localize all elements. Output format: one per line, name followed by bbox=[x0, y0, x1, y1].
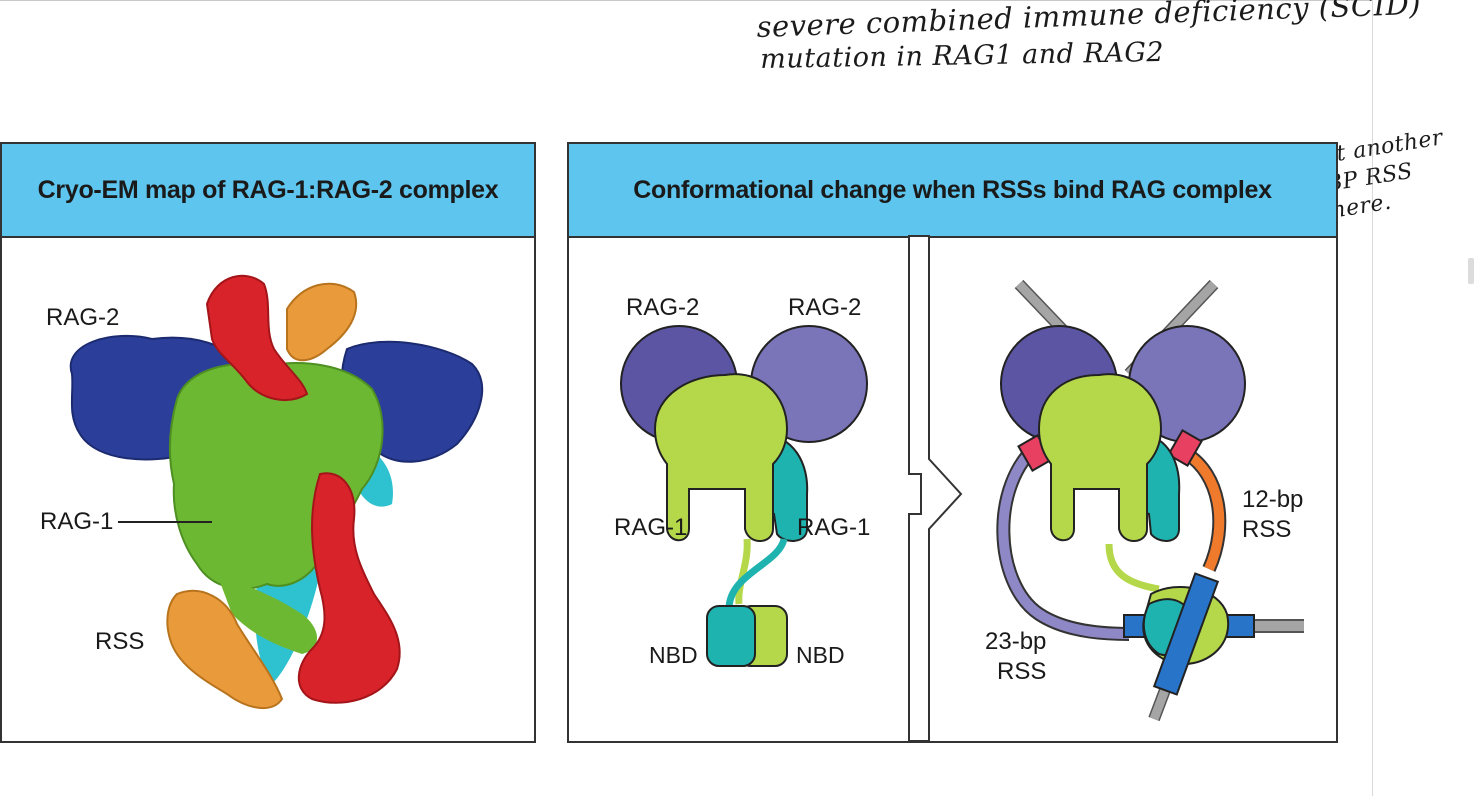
rag1-green-body-bound bbox=[1037, 373, 1163, 542]
conformational-change-panel: Conformational change when RSSs bind RAG… bbox=[567, 142, 1338, 743]
label-rag1-right: RAG-1 bbox=[797, 514, 871, 541]
dna-blue-diagonal bbox=[1152, 572, 1220, 696]
top-rule bbox=[0, 0, 1372, 1]
label-nbd-right: NBD bbox=[796, 642, 845, 668]
label-rag2: RAG-2 bbox=[46, 304, 120, 331]
cryo-em-panel-title: Cryo-EM map of RAG-1:RAG-2 complex bbox=[2, 144, 534, 238]
linker-green-bound bbox=[1105, 543, 1160, 593]
conformational-change-diagram bbox=[620, 235, 1304, 741]
linker-green bbox=[735, 538, 751, 605]
label-rss: RSS bbox=[95, 628, 145, 655]
em-orange-rss bbox=[166, 589, 284, 710]
conformational-change-panel-title: Conformational change when RSSs bind RAG… bbox=[569, 144, 1336, 238]
label-rag2-left: RAG-2 bbox=[626, 294, 700, 321]
label-rss23-line1: 23-bp bbox=[985, 628, 1047, 655]
scrollbar-thumb[interactable] bbox=[1468, 258, 1474, 284]
label-rag1-left: RAG-1 bbox=[614, 514, 688, 541]
label-rss12-line1: 12-bp bbox=[1242, 486, 1304, 513]
label-nbd-left: NBD bbox=[649, 642, 698, 668]
transition-arrow bbox=[908, 235, 963, 741]
pink-joint-right bbox=[1167, 429, 1203, 467]
linker-teal bbox=[725, 537, 788, 610]
em-red-bottom bbox=[297, 472, 401, 704]
cryo-em-map bbox=[69, 274, 483, 710]
handwritten-note-mutation: mutation in RAG1 and RAG2 bbox=[760, 36, 1165, 75]
nbd-teal bbox=[706, 605, 756, 667]
label-rag2-right: RAG-2 bbox=[788, 294, 862, 321]
scrollbar-track[interactable] bbox=[1372, 0, 1474, 796]
label-rag1: RAG-1 bbox=[40, 508, 114, 535]
em-orange-top bbox=[286, 282, 358, 362]
label-rss23-line2: RSS bbox=[997, 658, 1047, 685]
rss23-loop-fill bbox=[998, 440, 1130, 639]
cryo-em-panel: Cryo-EM map of RAG-1:RAG-2 complex RAG-2… bbox=[0, 142, 536, 743]
em-red-top bbox=[205, 274, 309, 401]
rag1-green-body bbox=[653, 373, 789, 542]
em-rag1-lower bbox=[217, 574, 317, 654]
label-rss12-line2: RSS bbox=[1242, 516, 1292, 543]
rss12-loop-fill bbox=[1184, 449, 1225, 572]
